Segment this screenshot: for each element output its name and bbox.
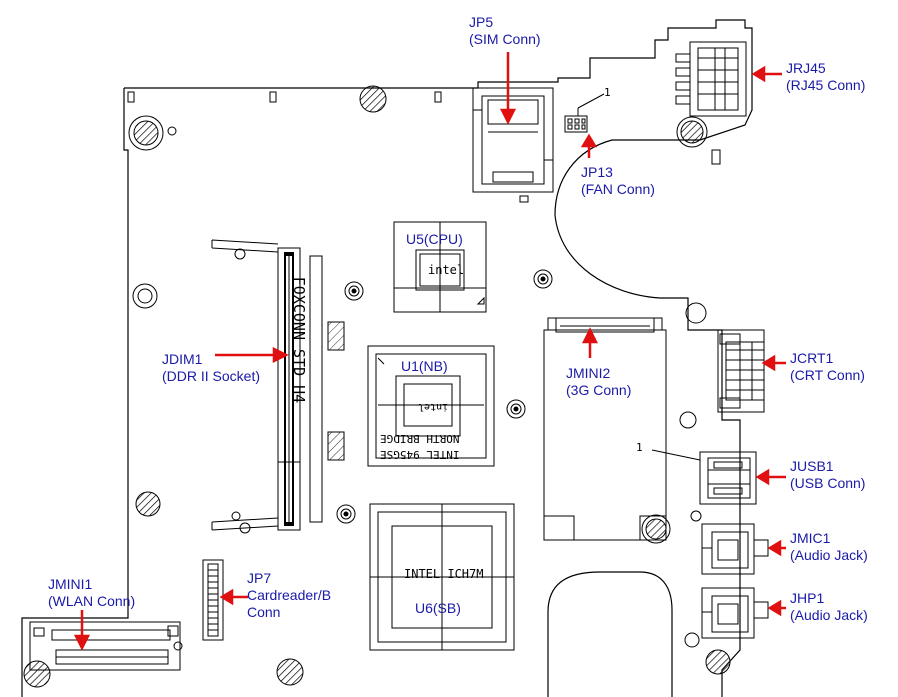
u1-mark: intel [418,401,449,412]
u1-silk-line2: NORTH BRIDGE [380,432,460,445]
jusb1-connector [651,449,757,505]
callout-jmini1: JMINI1 (WLAN Conn) [48,576,135,610]
callout-jcrt1: JCRT1 (CRT Conn) [790,350,865,384]
callout-jmini2: JMINI2 (3G Conn) [566,365,631,399]
jmini1-wlan-connector [29,621,181,671]
u1-label: U1(NB) [401,358,448,374]
callout-jp7: JP7 Cardreader/B Conn [247,570,331,621]
callout-jp5-name: JP5 [469,14,494,30]
callout-jrj45: JRJ45 (RJ45 Conn) [786,60,865,94]
callout-jp7-desc1: Cardreader/B [247,587,332,603]
callout-jdim1: JDIM1 (DDR II Socket) [162,351,260,385]
mount-hole [276,658,304,686]
callout-jcrt1-name: JCRT1 [790,350,834,366]
u5-cpu-chip [393,221,487,313]
mount-hole [133,120,159,146]
callout-jdim1-name: JDIM1 [162,351,203,367]
callout-jrj45-desc: (RJ45 Conn) [786,77,866,93]
callout-jusb1-name: JUSB1 [790,458,834,474]
callout-jmini1-name: JMINI1 [48,576,93,592]
mount-hole [359,85,387,113]
jmic1-audio-jack [701,523,769,575]
u1-silk-line1: INTEL 945GSE [380,448,460,461]
callout-jhp1-desc: (Audio Jack) [790,607,868,623]
mount-hole [23,660,51,688]
callout-jhp1: JHP1 (Audio Jack) [790,590,868,624]
jp7-cardreader-connector [202,559,224,641]
u6-south-bridge-chip [369,503,515,651]
callout-jusb1-desc: (USB Conn) [790,475,866,491]
callout-jusb1: JUSB1 (USB Conn) [790,458,865,492]
jp13-fan-connector [564,93,605,133]
u6-mark: INTEL ICH7M [404,567,484,581]
callout-jmini2-name: JMINI2 [566,365,611,381]
callout-jmini1-desc: (WLAN Conn) [48,593,136,609]
callout-jp7-name: JP7 [247,570,272,586]
mount-hole [680,120,704,144]
u6-label: U6(SB) [415,600,461,616]
callout-jp7-desc2: Conn [247,604,281,620]
callout-jp13-name: JP13 [581,164,613,180]
jdim1-ddr-socket [211,239,345,531]
callout-jp5-desc: (SIM Conn) [469,31,541,47]
callout-jcrt1-desc: (CRT Conn) [790,367,865,383]
jhp1-audio-jack [701,587,769,639]
callout-jdim1-desc: (DDR II Socket) [162,368,261,384]
callout-jp13-desc: (FAN Conn) [581,181,655,197]
jrj45-connector [675,41,747,117]
callout-jmini2-desc: (3G Conn) [566,382,632,398]
u5-label: U5(CPU) [406,231,463,247]
callout-jp13: JP13 (FAN Conn) [581,164,655,198]
u1-north-bridge-chip [367,345,495,467]
u5-mark: intel [428,263,465,277]
jmini2-3g-connector [543,317,667,541]
callout-jrj45-name: JRJ45 [786,60,826,76]
fan-pin1-mark: 1 [604,86,611,99]
callout-jp5: JP5 (SIM Conn) [469,14,541,48]
callout-jmic1-name: JMIC1 [790,530,831,546]
jp5-sim-connector [472,87,554,203]
callout-jmic1-desc: (Audio Jack) [790,547,868,563]
mount-hole [135,491,161,517]
callout-jhp1-name: JHP1 [790,590,825,606]
usb-pin1-mark: 1 [636,441,643,454]
pcb-edge [21,19,753,697]
jcrt1-connector [717,329,765,413]
mount-hole [705,649,731,675]
callout-jmic1: JMIC1 (Audio Jack) [790,530,868,564]
socket-vendor-silk: FOXCONN STD H4 [290,276,309,404]
